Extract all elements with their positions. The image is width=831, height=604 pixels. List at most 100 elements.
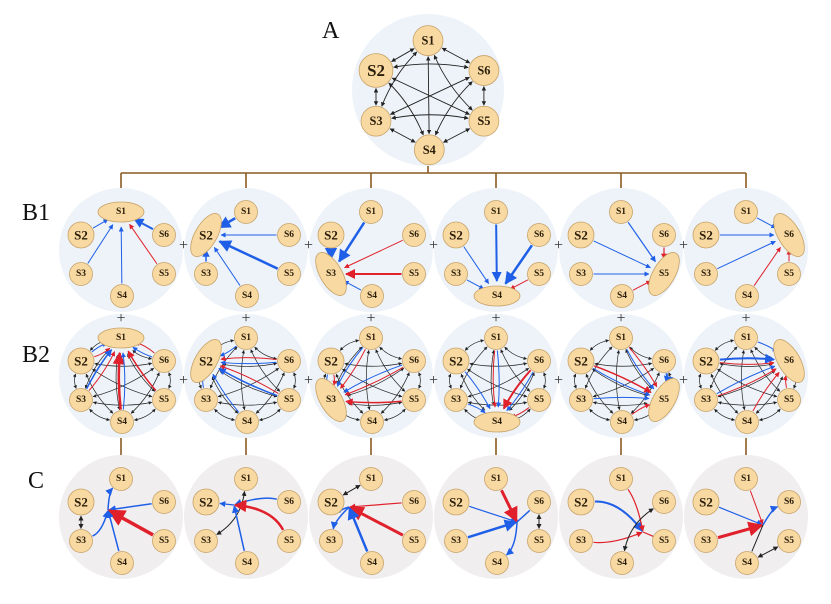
node-label: S1 <box>616 474 626 484</box>
black-arrow <box>755 376 783 414</box>
node-label: S6 <box>477 64 490 78</box>
node-label: S2 <box>699 354 713 369</box>
node-s6: S6 <box>527 490 551 514</box>
node-label: S1 <box>491 207 501 217</box>
node-label: S4 <box>242 417 252 427</box>
node-label: S6 <box>284 356 294 366</box>
node-label: S3 <box>701 395 711 405</box>
black-arrow <box>751 524 764 552</box>
edges <box>87 218 158 284</box>
blue-arrow <box>717 240 776 270</box>
blue-arrow <box>132 346 153 358</box>
node-s4: S4 <box>110 284 134 308</box>
blue-arrow <box>505 521 518 556</box>
node-label: S2 <box>699 228 713 243</box>
black-arrow <box>393 63 469 70</box>
node-s5: S5 <box>652 529 676 553</box>
node-label: S6 <box>284 230 294 240</box>
label-b2: B2 <box>22 342 50 368</box>
blue-arrow <box>593 395 650 401</box>
node-s4: S4 <box>610 551 634 575</box>
node-label: S6 <box>284 497 294 507</box>
node-s6: S6 <box>527 349 551 373</box>
node-label: S6 <box>784 230 794 240</box>
edges <box>330 484 404 552</box>
node-s4: S4 <box>413 134 445 166</box>
node-label: S6 <box>409 356 419 366</box>
node-label: S1 <box>116 474 126 484</box>
node-s4: S4 <box>610 410 634 434</box>
edges <box>216 490 285 551</box>
label-c: C <box>28 468 44 494</box>
node-label: S5 <box>409 269 419 279</box>
black-arrow <box>214 408 236 422</box>
blue-arrow <box>467 519 518 539</box>
blue-arrow <box>716 365 776 395</box>
plus-sign-b1-b2: + <box>616 310 625 327</box>
red-arrow <box>491 350 497 408</box>
node-s1: S1 <box>734 467 758 491</box>
blue-arrow <box>467 403 486 414</box>
black-arrow <box>717 370 776 398</box>
node-s2: S2 <box>317 221 345 249</box>
plus-sign-b2: + <box>179 372 188 389</box>
node-s2: S2 <box>67 488 95 516</box>
node-label: S4 <box>423 143 436 157</box>
node-label: S2 <box>324 354 338 369</box>
node-s1: S1 <box>359 326 383 350</box>
node-s3: S3 <box>360 105 392 137</box>
blue-arrow <box>338 221 366 263</box>
node-s2: S2 <box>192 488 220 516</box>
black-arrow <box>469 362 528 367</box>
plus-sign-b1: + <box>429 237 438 254</box>
node-s4: S4 <box>235 284 259 308</box>
blue-arrow <box>491 224 502 283</box>
node-s6: S6 <box>652 490 676 514</box>
node-s2: S2 <box>190 213 222 257</box>
node-s5: S5 <box>402 529 426 553</box>
node-label: S6 <box>659 230 669 240</box>
node-s3: S3 <box>569 262 593 286</box>
node-s2: S2 <box>692 221 720 249</box>
plus-sign-b1-b2: + <box>741 310 750 327</box>
node-label: S1 <box>491 333 501 343</box>
node-s3: S3 <box>315 378 347 422</box>
plus-sign-b2: + <box>554 372 563 389</box>
red-arrow <box>502 369 532 410</box>
node-label: S1 <box>241 207 251 217</box>
black-arrow <box>697 373 702 389</box>
blue-arrow <box>719 353 776 364</box>
blue-arrow <box>626 348 655 390</box>
node-s1: S1 <box>412 25 444 56</box>
node-label: S6 <box>659 356 669 366</box>
node-s5: S5 <box>777 388 801 412</box>
node-s1: S1 <box>97 201 145 223</box>
node-label: S5 <box>784 536 794 546</box>
node-label: S2 <box>699 495 713 510</box>
blue-arrow <box>218 367 278 397</box>
node-label: S5 <box>477 114 490 128</box>
node-s2: S2 <box>442 488 470 516</box>
plus-sign-b1-b2: + <box>366 310 375 327</box>
node-label: S6 <box>534 356 544 366</box>
black-arrow <box>594 362 653 367</box>
node-label: S6 <box>784 356 794 366</box>
plus-sign-b1: + <box>554 237 563 254</box>
red-arrow <box>127 350 157 392</box>
blue-arrow <box>220 360 277 366</box>
red-arrow <box>129 223 158 265</box>
node-label: S1 <box>741 474 751 484</box>
node-label: S4 <box>492 291 502 301</box>
black-arrow <box>347 367 405 397</box>
node-s4: S4 <box>735 284 759 308</box>
node-s1: S1 <box>484 200 508 224</box>
edges <box>697 339 799 422</box>
node-s6: S6 <box>277 223 301 247</box>
